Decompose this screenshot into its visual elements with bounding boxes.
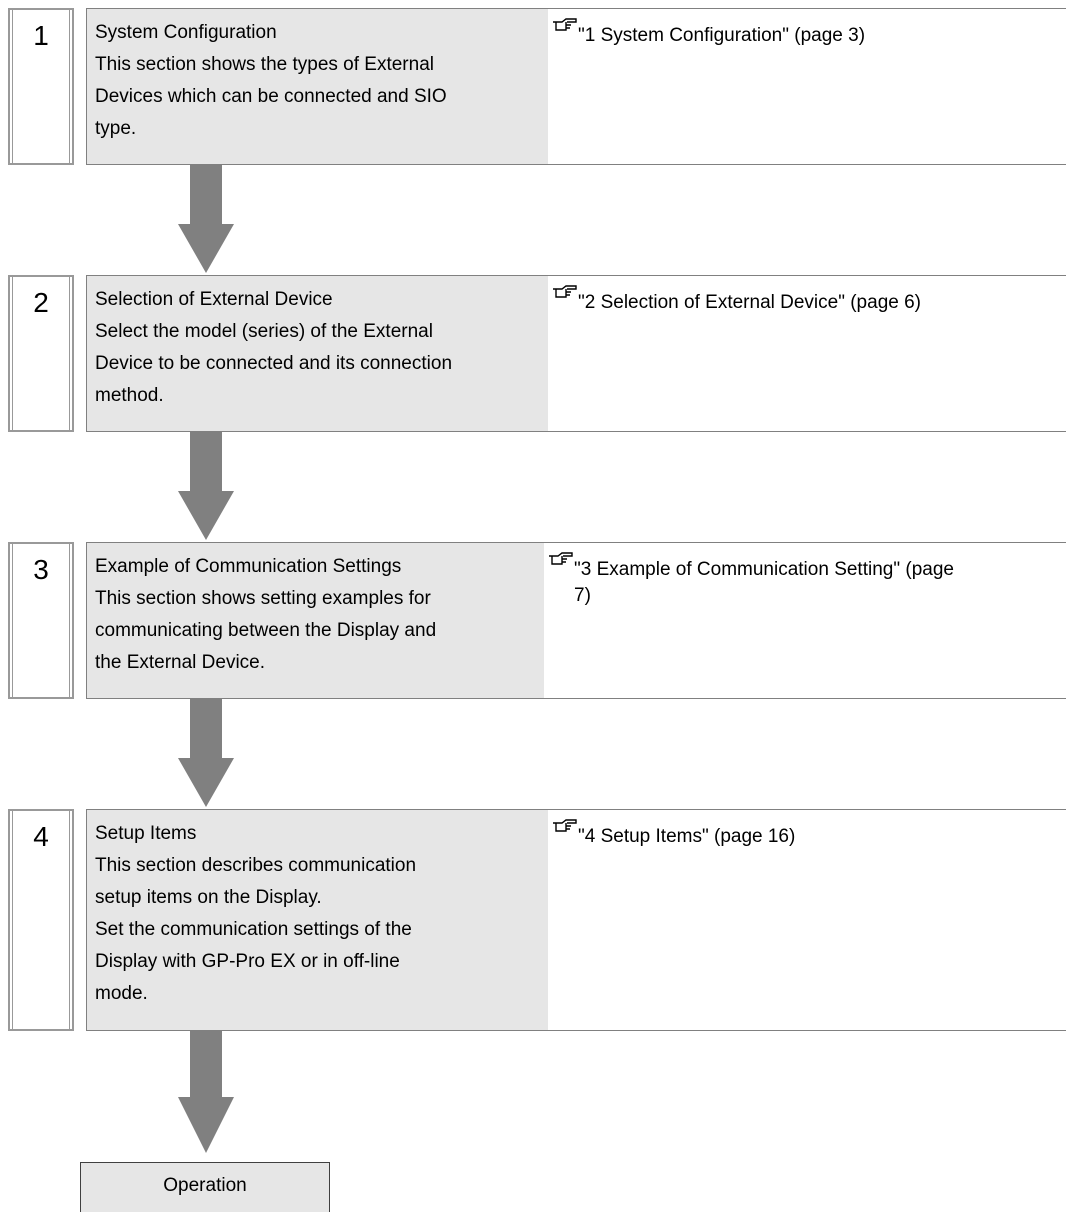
step-text-line: Device to be connected and its connectio… bbox=[95, 353, 453, 374]
step-text-line: This section describes communication bbox=[95, 855, 417, 876]
pointing-hand-icon bbox=[553, 819, 577, 832]
step-reference[interactable]: "3 Example of Communication Setting" (pa… bbox=[544, 542, 1066, 699]
final-step-operation: Operation bbox=[80, 1162, 330, 1212]
step-text-line: Devices which can be connected and SIO bbox=[95, 86, 447, 107]
pointing-hand-icon bbox=[549, 552, 573, 565]
flow-arrow-icon bbox=[178, 1031, 234, 1153]
step-text-line: method. bbox=[95, 385, 164, 406]
pointing-hand-icon bbox=[553, 285, 577, 298]
reference-line: "1 System Configuration" (page 3) bbox=[578, 25, 866, 46]
flow-arrow-icon bbox=[178, 699, 234, 807]
step-3: 3 Example of Communication Settings This… bbox=[8, 542, 1066, 699]
pointing-hand-icon bbox=[553, 18, 577, 31]
step-text-line: the External Device. bbox=[95, 652, 266, 673]
reference-line: "2 Selection of External Device" (page 6… bbox=[578, 292, 922, 313]
step-1: 1 System Configuration This section show… bbox=[8, 8, 1066, 165]
step-description: Example of Communication Settings This s… bbox=[86, 542, 544, 699]
step-text-line: This section shows setting examples for bbox=[95, 588, 431, 609]
step-title: Selection of External Device bbox=[95, 289, 333, 310]
step-number: 2 bbox=[33, 287, 49, 318]
step-text-line: type. bbox=[95, 118, 137, 139]
flow-arrow-icon bbox=[178, 432, 234, 540]
step-description: System Configuration This section shows … bbox=[86, 8, 548, 165]
step-4: 4 Setup Items This section describes com… bbox=[8, 809, 1066, 1031]
step-number-box: 4 bbox=[8, 809, 74, 1031]
step-text-line: Display with GP-Pro EX or in off-line bbox=[95, 951, 400, 972]
step-number-box: 3 bbox=[8, 542, 74, 699]
step-text-line: communicating between the Display and bbox=[95, 620, 437, 641]
step-2: 2 Selection of External Device Select th… bbox=[8, 275, 1066, 432]
step-text-line: Set the communication settings of the bbox=[95, 919, 412, 940]
step-title: System Configuration bbox=[95, 22, 277, 43]
step-reference[interactable]: "4 Setup Items" (page 16) bbox=[548, 809, 1066, 1031]
step-text-line: Select the model (series) of the Externa… bbox=[95, 321, 433, 342]
step-number-box: 1 bbox=[8, 8, 74, 165]
flow-arrow-icon bbox=[178, 165, 234, 273]
step-text-line: This section shows the types of External bbox=[95, 54, 434, 75]
step-title: Example of Communication Settings bbox=[95, 556, 402, 577]
reference-line: 7) bbox=[574, 585, 591, 606]
step-text-line: mode. bbox=[95, 983, 148, 1004]
reference-line: "3 Example of Communication Setting" (pa… bbox=[574, 559, 954, 580]
step-description: Selection of External Device Select the … bbox=[86, 275, 548, 432]
step-number: 3 bbox=[33, 554, 49, 585]
step-reference[interactable]: "2 Selection of External Device" (page 6… bbox=[548, 275, 1066, 432]
step-text-line: setup items on the Display. bbox=[95, 887, 322, 908]
step-number: 1 bbox=[33, 20, 49, 51]
step-number: 4 bbox=[33, 821, 49, 852]
step-reference[interactable]: "1 System Configuration" (page 3) bbox=[548, 8, 1066, 165]
step-number-box: 2 bbox=[8, 275, 74, 432]
step-description: Setup Items This section describes commu… bbox=[86, 809, 548, 1031]
step-title: Setup Items bbox=[95, 823, 197, 844]
reference-line: "4 Setup Items" (page 16) bbox=[578, 826, 796, 847]
